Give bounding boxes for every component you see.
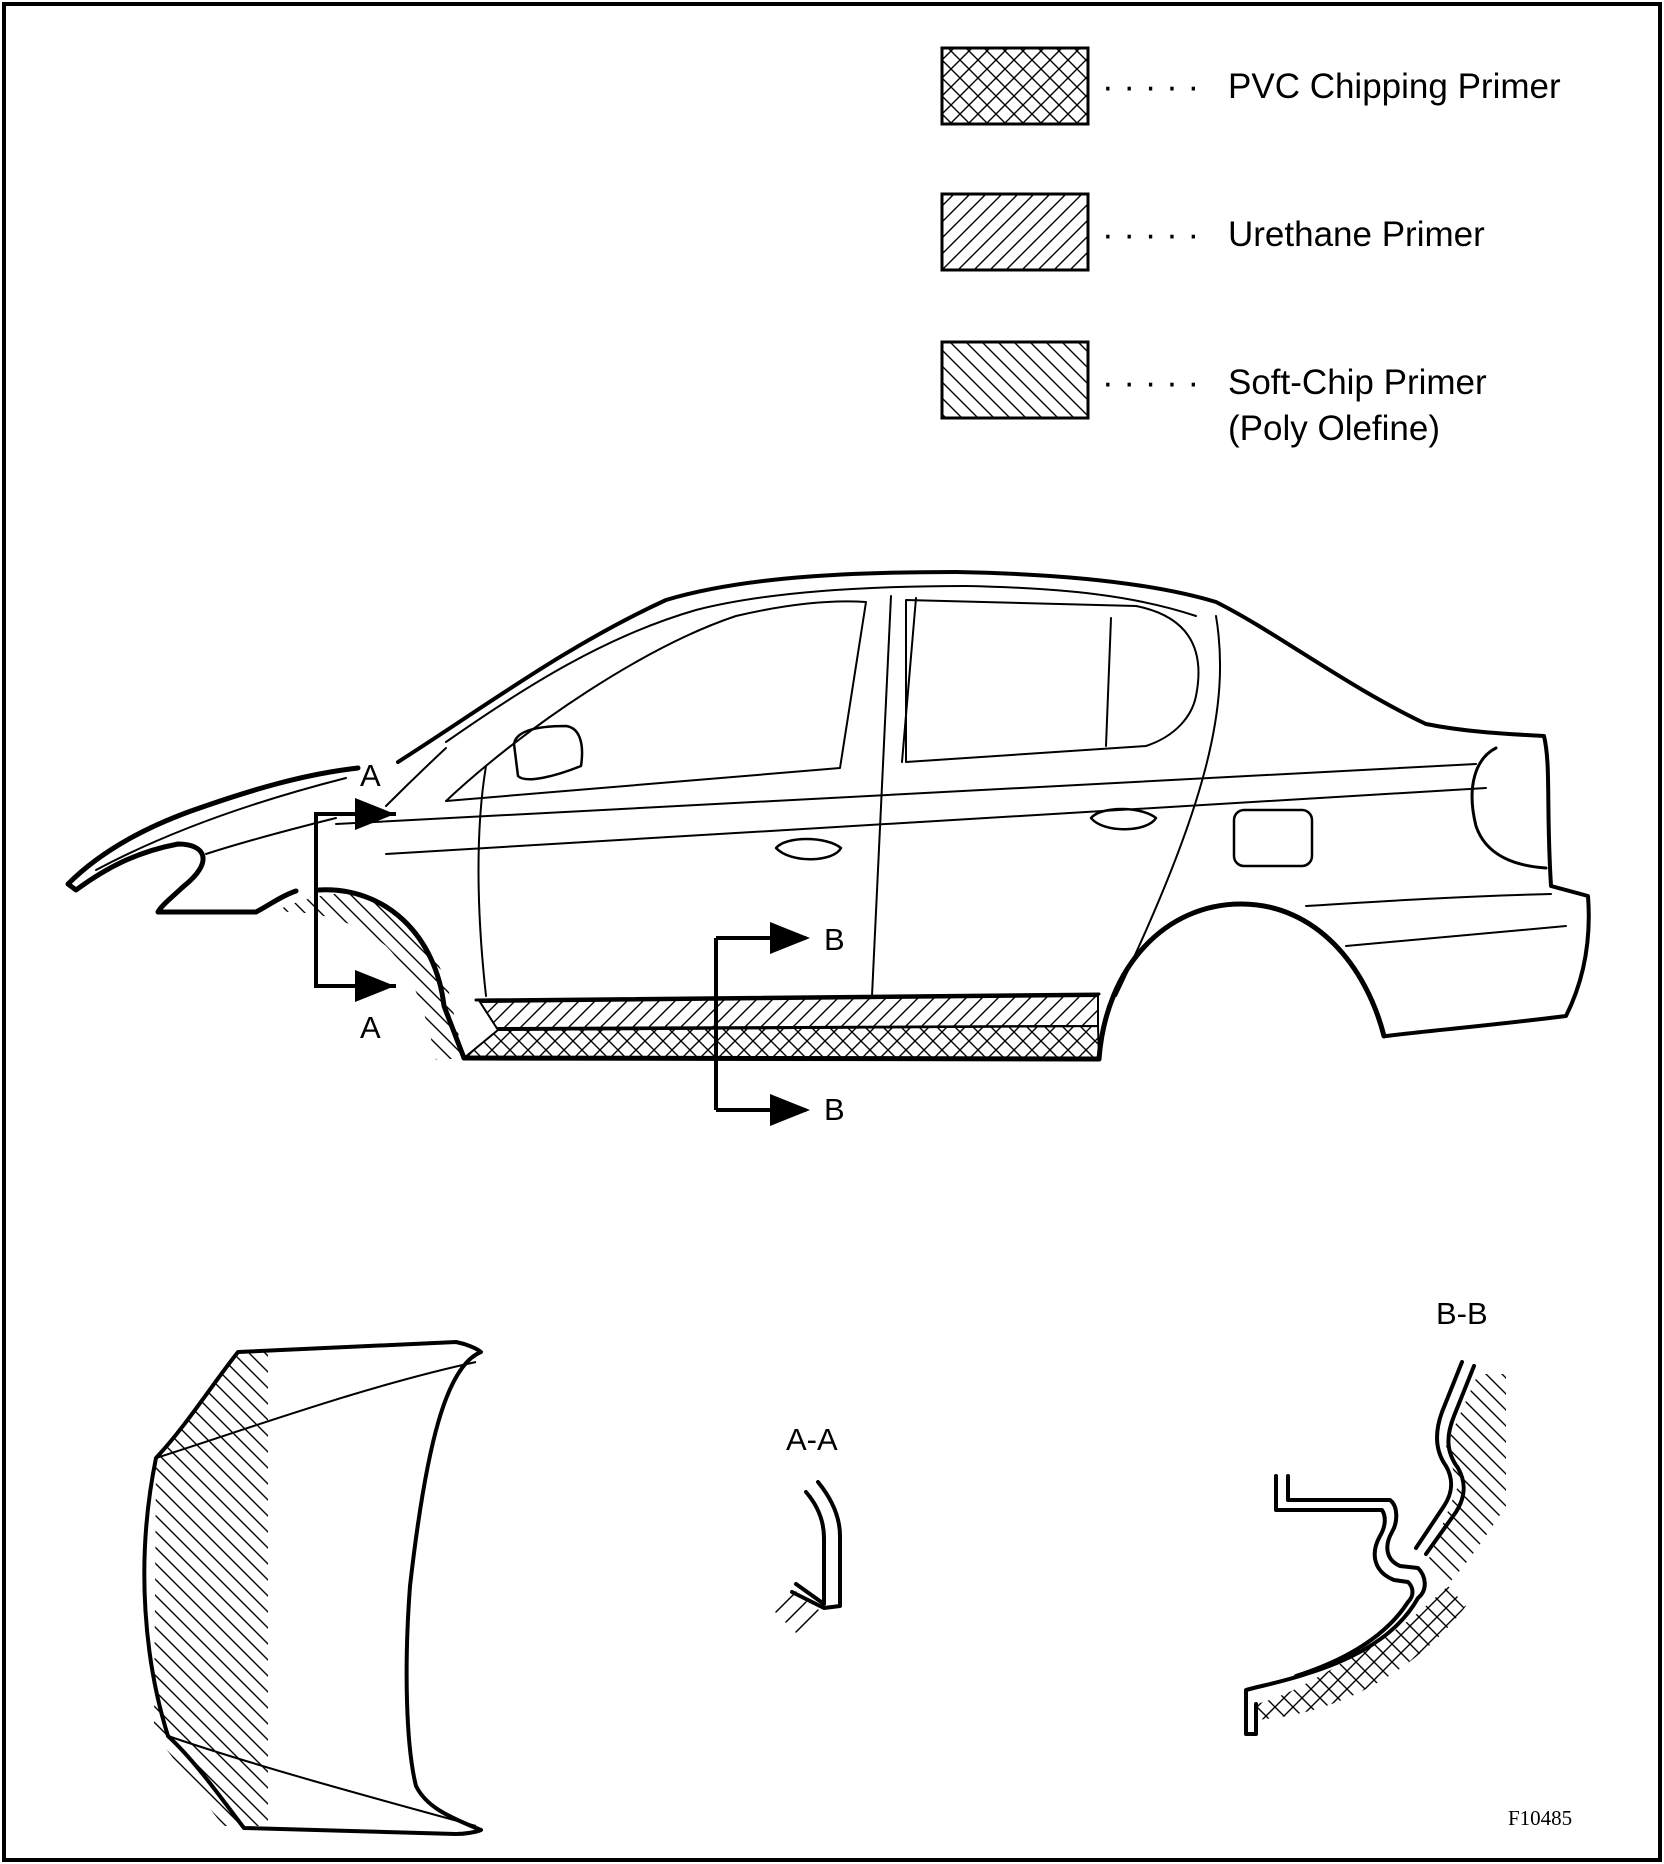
view-label-bb: B-B <box>1436 1296 1488 1331</box>
section-b-marker <box>714 922 810 1126</box>
front-wheelhouse-softchip-area <box>274 893 464 1060</box>
section-bb-view <box>1244 1360 1506 1736</box>
legend-swatch-pvc <box>940 46 1090 126</box>
callout-b-bottom: B <box>824 1092 845 1127</box>
legend-label-softchip-sub: (Poly Olefine) <box>1228 409 1441 448</box>
legend-swatch-softchip <box>940 340 1090 420</box>
rocker-urethane-area <box>478 994 1099 1032</box>
callout-a-bottom: A <box>360 1010 381 1045</box>
legend-leader-3: · · · · · <box>1102 363 1200 402</box>
rocker-pvc-area <box>461 1024 1101 1061</box>
legend-leader-1: · · · · · <box>1102 67 1200 106</box>
section-a-marker <box>314 798 396 1002</box>
car-side-view <box>65 570 1591 1062</box>
callout-a-top: A <box>360 758 381 793</box>
bb-softchip-area <box>1426 1374 1506 1586</box>
legend-label-pvc: PVC Chipping Primer <box>1228 67 1561 106</box>
hood-view <box>142 1340 483 1836</box>
view-label-aa: A-A <box>786 1422 838 1457</box>
figure-number: F10485 <box>1508 1806 1573 1830</box>
legend-leader-2: · · · · · <box>1102 215 1200 254</box>
legend-swatch-urethane <box>940 192 1090 272</box>
hood-softchip-area <box>154 1352 268 1826</box>
diagram-canvas <box>65 46 1591 1836</box>
legend-label-urethane: Urethane Primer <box>1228 215 1485 254</box>
callout-b-top: B <box>824 922 845 957</box>
legend-label-softchip: Soft-Chip Primer <box>1228 363 1487 402</box>
section-aa-view <box>775 1480 842 1633</box>
